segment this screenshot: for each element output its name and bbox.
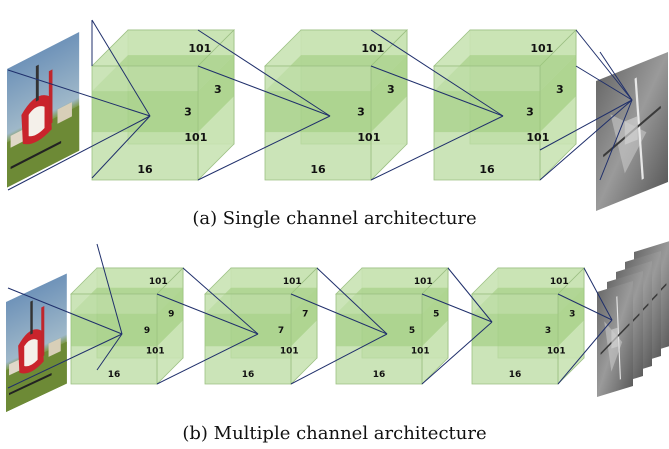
- inner-depth-label: 101: [547, 346, 566, 356]
- projection-line: [290, 293, 388, 335]
- depth-label: 101: [283, 277, 302, 287]
- projection-line: [370, 65, 504, 117]
- projection-line: [316, 267, 388, 335]
- kernel-slice-side: [198, 55, 234, 133]
- kernel-size-label: 3: [184, 106, 192, 119]
- conv-block: 101 101 7 7 16: [204, 267, 318, 385]
- projection-line: [197, 115, 331, 181]
- output-feature-map-icon: [594, 50, 669, 213]
- input-image-icon: [4, 272, 68, 414]
- kernel-size-label: 5: [433, 309, 439, 319]
- kernel-size-label: 3: [214, 83, 222, 96]
- conv-block: 101 101 3 3 16: [471, 267, 585, 385]
- projection-line: [599, 99, 633, 181]
- projection-line: [197, 29, 331, 117]
- kernel-size-label: 3: [569, 309, 575, 319]
- kernel-size-label: 9: [168, 309, 174, 319]
- projection-line: [96, 243, 123, 335]
- inner-depth-label: 101: [526, 131, 549, 144]
- projection-line: [599, 51, 633, 101]
- conv-block: 101 101 5 5 16: [335, 267, 449, 385]
- caption-single-channel: (a) Single channel architecture: [192, 208, 477, 229]
- kernel-slice-front: [92, 91, 198, 133]
- kernel-size-label: 9: [144, 326, 150, 336]
- kernel-size-label: 7: [302, 309, 308, 319]
- conv-block: 101 101 3 3 16: [264, 29, 408, 181]
- kernel-size-label: 3: [526, 106, 534, 119]
- projection-line: [575, 65, 633, 101]
- projection-line: [583, 267, 613, 321]
- connector-lines: [7, 19, 633, 389]
- kernel-size-label: 3: [545, 326, 551, 336]
- channels-label: 16: [137, 163, 153, 176]
- depth-label: 101: [149, 277, 168, 287]
- kernel-slice-side: [157, 287, 183, 347]
- kernel-size-label: 3: [556, 83, 564, 96]
- depth-label: 101: [530, 42, 553, 55]
- kernel-size-label: 5: [409, 326, 415, 336]
- panel-a: 101 101 3 3 16 101 101 3 3 16 101 101 3 3 16: [5, 29, 669, 213]
- kernel-slice-front: [434, 91, 540, 133]
- projection-line: [91, 19, 151, 117]
- kernel-slice-side: [422, 287, 448, 347]
- projection-line: [421, 321, 493, 385]
- projection-line: [447, 267, 493, 323]
- depth-label: 101: [550, 277, 569, 287]
- output-feature-map-icon: [595, 239, 669, 399]
- projection-line: [575, 29, 633, 101]
- kernel-slice-side: [558, 287, 584, 347]
- projection-line: [290, 333, 388, 385]
- projection-line: [7, 69, 151, 117]
- projection-line: [7, 333, 123, 389]
- channels-label: 16: [509, 370, 522, 380]
- kernel-size-label: 7: [278, 326, 284, 336]
- projection-line: [370, 115, 504, 181]
- projection-line: [370, 29, 504, 117]
- projection-line: [96, 333, 123, 371]
- inner-depth-label: 101: [357, 131, 380, 144]
- channels-label: 16: [310, 163, 326, 176]
- conv-block: 101 101 9 9 16: [70, 267, 184, 385]
- inner-depth-label: 101: [411, 346, 430, 356]
- channels-label: 16: [242, 370, 255, 380]
- caption-multiple-channel: (b) Multiple channel architecture: [182, 423, 487, 444]
- channels-label: 16: [108, 370, 121, 380]
- channels-label: 16: [479, 163, 495, 176]
- depth-label: 101: [188, 42, 211, 55]
- panel-b: 101 101 9 9 16 101 101 7 7 16 101 101 5 5 16 101 101 3 3 16: [4, 239, 669, 414]
- kernel-slice-front: [472, 313, 558, 347]
- kernel-size-label: 3: [357, 106, 365, 119]
- inner-depth-label: 101: [146, 346, 165, 356]
- inner-depth-label: 101: [280, 346, 299, 356]
- projection-line: [539, 99, 633, 151]
- projection-line: [156, 333, 259, 385]
- projection-line: [182, 267, 259, 335]
- kernel-slice-side: [540, 55, 576, 133]
- inner-depth-label: 101: [184, 131, 207, 144]
- kernel-size-label: 3: [387, 83, 395, 96]
- projection-line: [7, 115, 151, 191]
- conv-block: 101 101 3 3 16: [91, 29, 235, 181]
- conv-block: 101 101 3 3 16: [433, 29, 577, 181]
- channels-label: 16: [373, 370, 386, 380]
- projection-line: [557, 319, 613, 385]
- projection-line: [7, 287, 123, 335]
- projection-line: [156, 293, 259, 335]
- projection-line: [91, 115, 151, 179]
- depth-label: 101: [361, 42, 384, 55]
- depth-label: 101: [414, 277, 433, 287]
- projection-line: [539, 99, 633, 181]
- projection-line: [197, 65, 331, 117]
- input-image-icon: [5, 30, 81, 189]
- kernel-slice-side: [371, 55, 407, 133]
- projection-line: [557, 293, 613, 321]
- projection-line: [421, 293, 493, 323]
